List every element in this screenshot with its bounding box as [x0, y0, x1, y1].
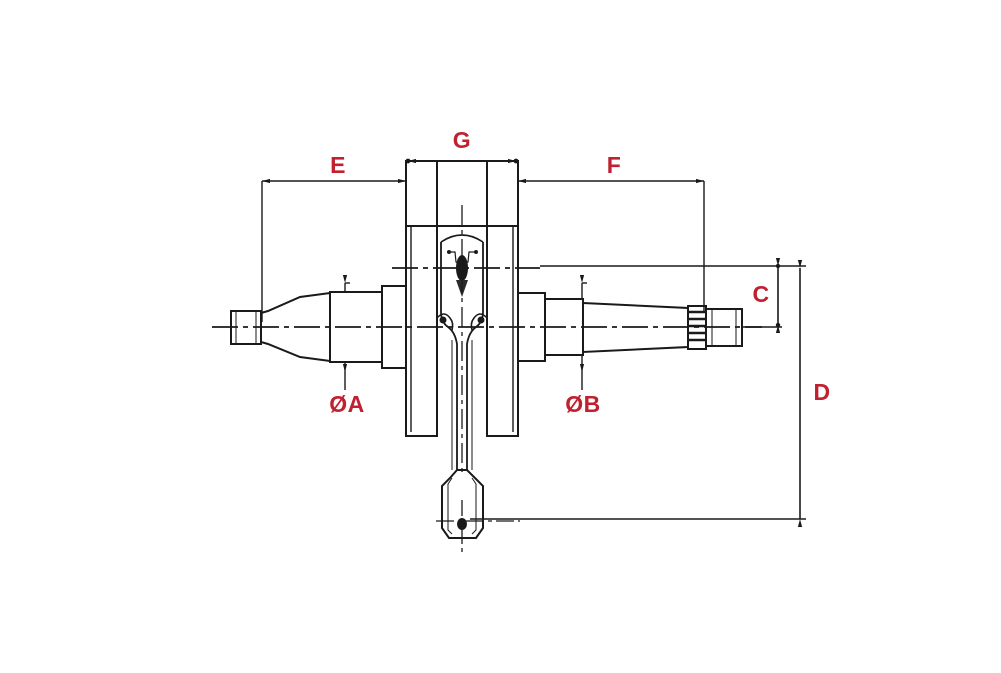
crank-web-inner-faces — [410, 226, 514, 432]
label-f: F — [607, 152, 622, 178]
dimension-E — [261, 161, 407, 322]
dimension-G — [405, 158, 519, 164]
dimension-diameter-B — [579, 275, 587, 390]
dimension-lines — [261, 158, 806, 527]
dimension-D — [470, 260, 806, 527]
centerlines — [212, 205, 762, 553]
label-c: C — [752, 281, 769, 307]
label-diameter-b: ØB — [565, 391, 601, 417]
dimension-F — [517, 161, 705, 312]
dimension-diameter-A — [342, 275, 350, 390]
label-d: D — [813, 379, 830, 405]
label-e: E — [330, 152, 346, 178]
label-diameter-a: ØA — [329, 391, 365, 417]
label-g: G — [453, 127, 471, 153]
dimension-labels: ØA ØB C D E F G — [329, 127, 830, 417]
dimension-C — [540, 258, 800, 333]
